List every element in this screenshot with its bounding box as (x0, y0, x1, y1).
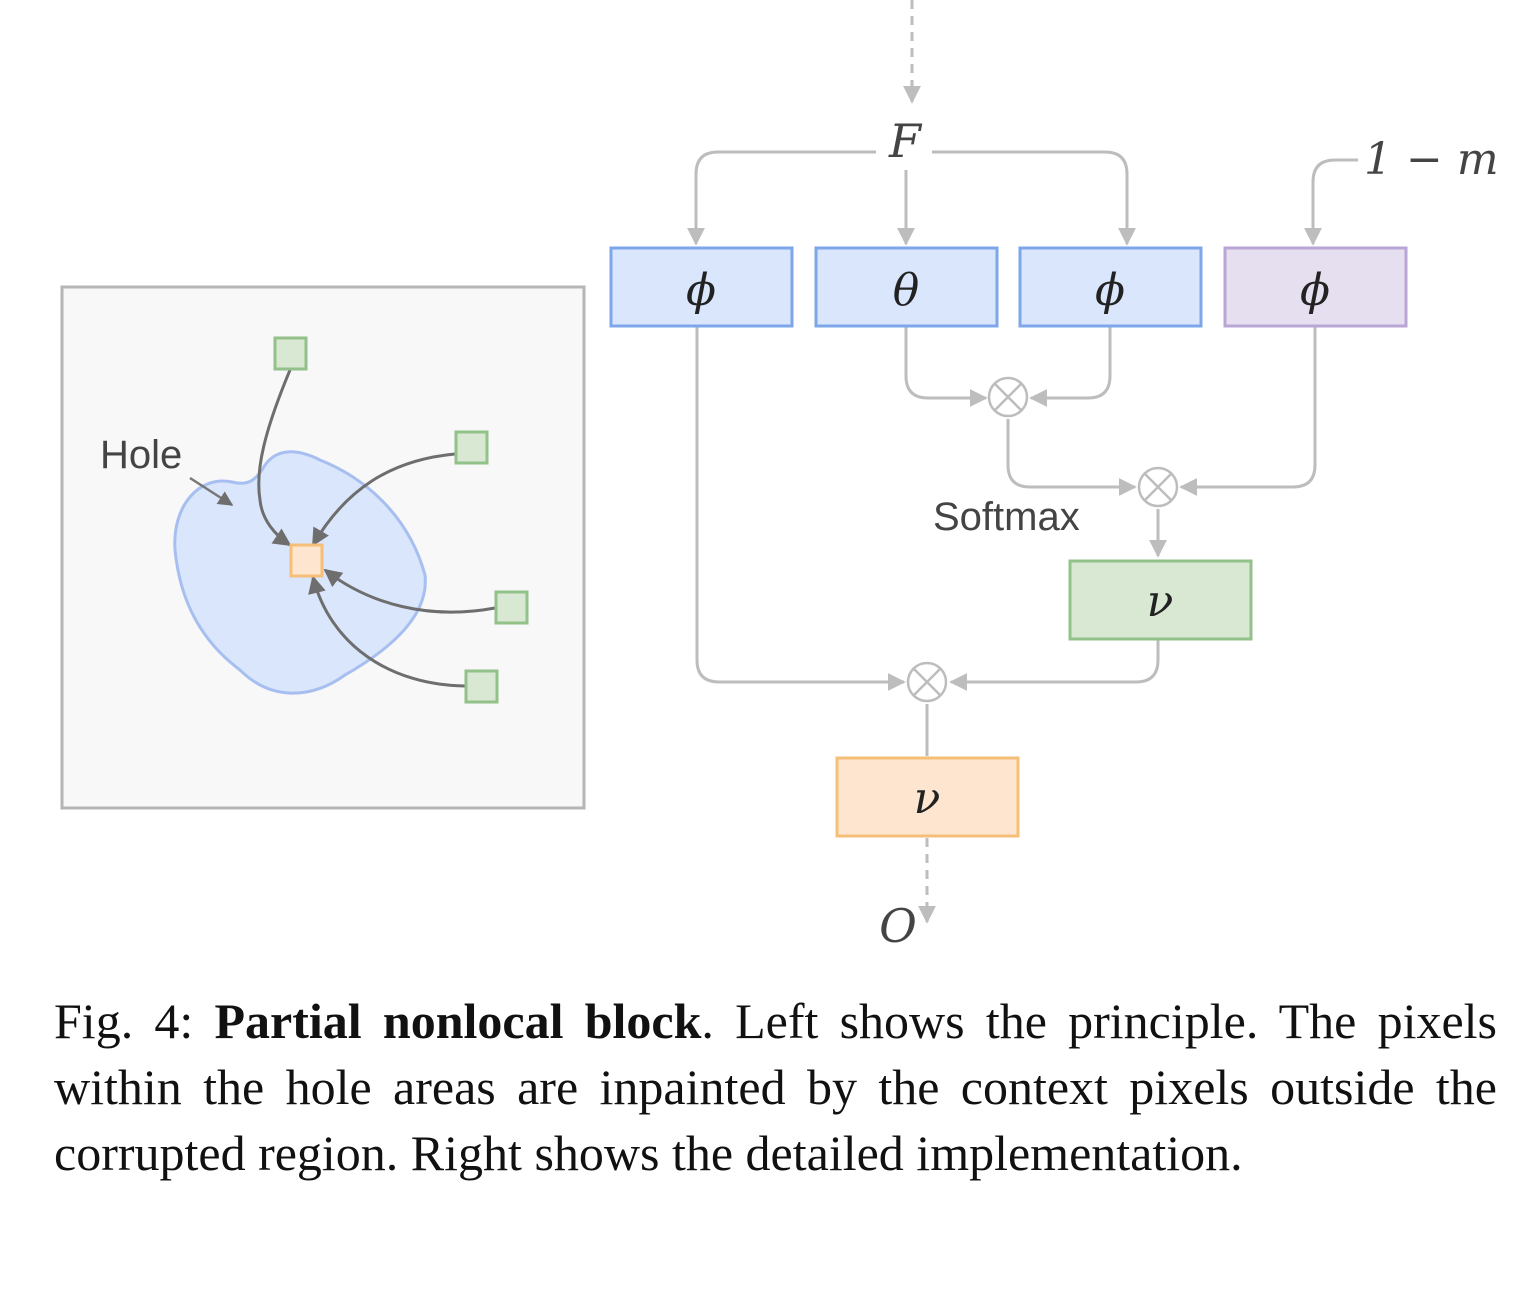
edge-phi-mask-to-mult (1179, 327, 1317, 496)
operators (906, 376, 1179, 703)
input-label: F (888, 114, 923, 168)
phi-right-block (1018, 246, 1203, 328)
figure: Hole (60, 0, 1499, 953)
mask-label: 1 − m (1364, 134, 1499, 185)
output-label: O (879, 899, 917, 953)
context-pixel-1 (273, 336, 308, 371)
blocks: ϕ θ ϕ ϕ ν ν (609, 246, 1408, 838)
context-pixel-3 (494, 590, 529, 625)
caption-prefix: Fig. 4: (54, 993, 215, 1049)
phi-mask-block (1223, 246, 1408, 328)
hole-pointer-arrow (189, 476, 234, 507)
edge-phi-right-to-mult (1029, 327, 1112, 407)
nu-green-block (1068, 559, 1253, 641)
softmax-label: Softmax (933, 495, 1080, 539)
nu-orange-symbol: ν (914, 773, 941, 824)
context-arrow-4 (308, 575, 466, 688)
context-pixel-4 (464, 669, 499, 704)
context-arrow-2 (311, 452, 456, 547)
context-arrow-1 (257, 369, 292, 547)
phi-right-symbol: ϕ (1095, 265, 1125, 316)
nu-green-symbol: ν (1147, 576, 1174, 627)
phi-left-block (609, 246, 794, 328)
edge-theta-to-mult (904, 327, 988, 407)
implementation-panel (687, 0, 1358, 924)
target-pixel (289, 543, 324, 578)
hole-label: Hole (100, 433, 182, 477)
edge-softmax-to-mult (1006, 419, 1137, 496)
theta-symbol: θ (893, 265, 920, 316)
mult-bottom-operator (906, 661, 948, 703)
context-arrow-3 (323, 568, 496, 614)
mult-mid-operator (1137, 466, 1179, 508)
edge-mask-to-phi (1304, 158, 1358, 246)
edge-nu-to-mult (949, 640, 1160, 691)
theta-block (814, 246, 999, 328)
phi-left-symbol: ϕ (686, 265, 716, 316)
edge-phi-left-to-mult (695, 327, 906, 691)
edge-f-to-phi-left (687, 150, 876, 246)
mult-top-operator (987, 376, 1029, 418)
caption-title: Partial nonlocal block (214, 993, 702, 1049)
caption-body: . Left shows the principle. The pixels w… (54, 993, 1497, 1181)
edge-f-to-phi-right (932, 150, 1136, 246)
figure-caption: Fig. 4: Partial nonlocal block. Left sho… (54, 988, 1497, 1186)
principle-panel: Hole (60, 285, 586, 810)
nu-orange-block (835, 756, 1020, 838)
phi-mask-symbol: ϕ (1300, 265, 1330, 316)
context-pixel-2 (454, 430, 489, 465)
diagram-canvas: Hole (60, 0, 1499, 953)
